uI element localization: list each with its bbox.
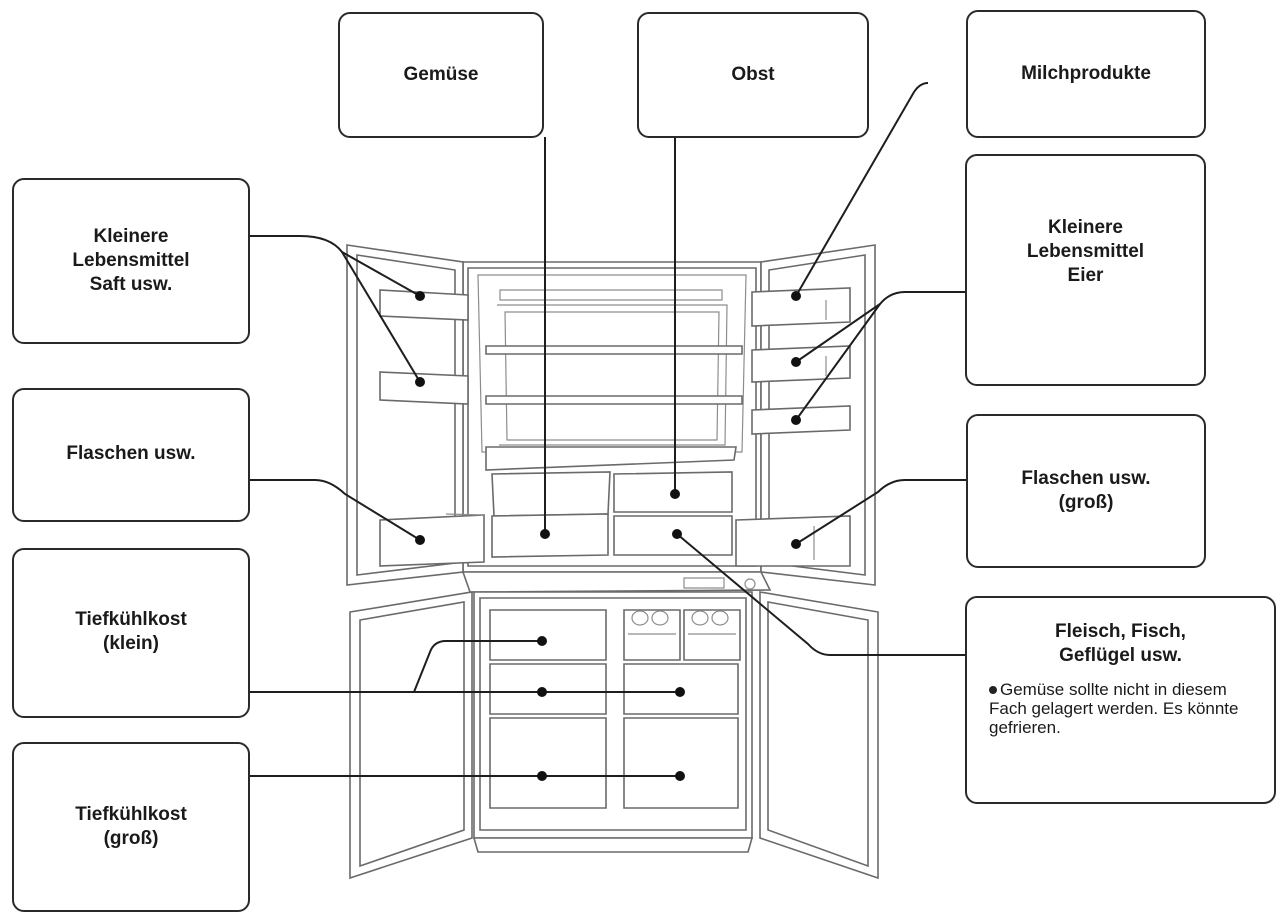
- label-flaschen-right-line1: Flaschen usw.: [1021, 468, 1151, 489]
- label-tiefkuehl-klein-line1: Tiefkühlkost: [75, 609, 187, 630]
- label-kleinere-left-line3: Saft usw.: [89, 274, 173, 295]
- fleisch-note: Gemüse sollte nicht in diesem Fach gelag…: [989, 680, 1249, 737]
- label-tiefkuehl-gross-line1: Tiefkühlkost: [75, 804, 187, 825]
- label-tiefkuehl-gross: Tiefkühlkost (groß): [12, 742, 250, 912]
- label-milchprodukte: Milchprodukte: [966, 10, 1206, 138]
- label-tiefkuehl-klein-line2: (klein): [103, 633, 159, 654]
- label-obst-text: Obst: [731, 64, 775, 85]
- label-obst: Obst: [637, 12, 869, 138]
- label-kleinere-right-line2: Lebensmittel: [1026, 241, 1145, 262]
- label-fleisch-line1: Fleisch, Fisch,: [1055, 621, 1186, 642]
- label-tiefkuehl-gross-line2: (groß): [103, 828, 159, 849]
- label-fleisch-line2: Geflügel usw.: [1059, 645, 1182, 666]
- label-gemuese: Gemüse: [338, 12, 544, 138]
- label-flaschen-left-text: Flaschen usw.: [66, 443, 196, 464]
- fleisch-note-text: Gemüse sollte nicht in diesem Fach gelag…: [989, 680, 1239, 737]
- label-fleisch: Fleisch, Fisch, Geflügel usw. Gemüse sol…: [965, 596, 1276, 804]
- bullet-icon: [989, 685, 997, 694]
- label-kleinere-left: Kleinere Lebensmittel Saft usw.: [12, 178, 250, 344]
- label-flaschen-left: Flaschen usw.: [12, 388, 250, 522]
- refrigerator-illustration: [346, 244, 879, 880]
- label-flaschen-right-line2: (groß): [1058, 492, 1114, 513]
- label-flaschen-right: Flaschen usw. (groß): [966, 414, 1206, 568]
- leader-lines: [250, 82, 966, 777]
- label-kleinere-right-line3: Eier: [1067, 265, 1104, 286]
- label-tiefkuehl-klein: Tiefkühlkost (klein): [12, 548, 250, 718]
- leader-dots: [415, 291, 801, 781]
- label-milchprodukte-text: Milchprodukte: [1021, 63, 1151, 84]
- label-kleinere-left-line2: Lebensmittel: [72, 250, 190, 271]
- label-gemuese-text: Gemüse: [403, 64, 479, 85]
- label-kleinere-left-line1: Kleinere: [93, 226, 169, 247]
- label-kleinere-right-line1: Kleinere: [1048, 217, 1123, 238]
- label-kleinere-right: Kleinere Lebensmittel Eier: [965, 154, 1206, 386]
